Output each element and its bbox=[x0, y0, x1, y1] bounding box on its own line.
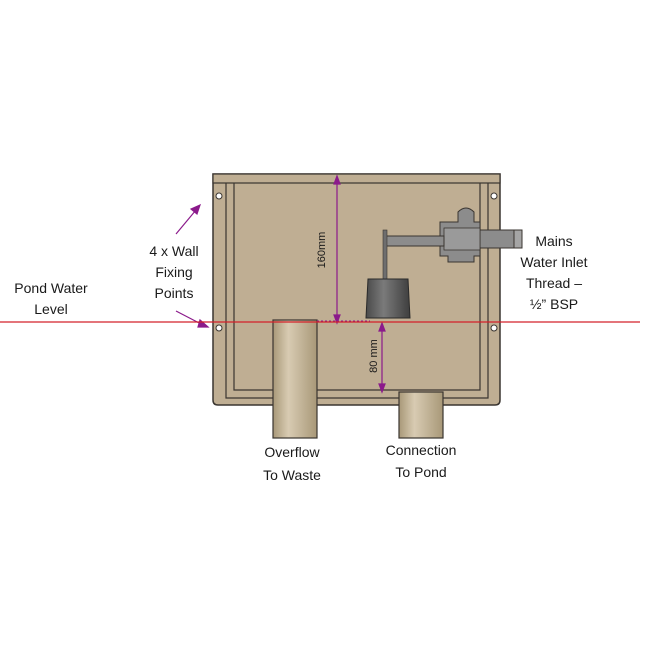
connection-pipe bbox=[398, 391, 444, 439]
fixing-point-icon bbox=[490, 324, 498, 332]
fixing-point-icon bbox=[215, 192, 223, 200]
dimension-upper bbox=[333, 174, 341, 325]
fixing-point-icon bbox=[490, 192, 498, 200]
mains-inlet-label: Mains Water Inlet Thread – ½” BSP bbox=[510, 231, 598, 315]
wall-fixing-line1: 4 x Wall bbox=[149, 243, 199, 259]
dim-lower-label: 80 mm bbox=[368, 339, 380, 373]
tank-inner-wall-2 bbox=[233, 183, 481, 391]
connection-label: Connection To Pond bbox=[366, 439, 476, 483]
pond-level-line2: Level bbox=[34, 301, 68, 317]
connection-line1: Connection bbox=[385, 442, 457, 458]
tank-outer bbox=[212, 173, 501, 406]
wall-fixing-line3: Points bbox=[154, 285, 194, 301]
fixing-point-icon bbox=[215, 324, 223, 332]
wall-fixing-label: 4 x Wall Fixing Points bbox=[134, 241, 214, 304]
wall-fixing-line2: Fixing bbox=[155, 264, 193, 280]
tank-rim bbox=[212, 173, 501, 184]
tank-inner-wall bbox=[225, 183, 489, 399]
mains-line2: Water Inlet bbox=[520, 254, 588, 270]
overflow-label: Overflow To Waste bbox=[246, 441, 338, 487]
overflow-line1: Overflow bbox=[264, 444, 320, 460]
mains-line3: Thread – bbox=[525, 275, 583, 291]
float-valve bbox=[365, 207, 523, 319]
mains-line1: Mains bbox=[535, 233, 573, 249]
connection-line2: To Pond bbox=[395, 464, 447, 480]
overflow-pipe bbox=[272, 319, 318, 439]
pond-water-level-label: Pond Water Level bbox=[2, 278, 100, 320]
overflow-line2: To Waste bbox=[263, 467, 321, 483]
mains-line4: ½” BSP bbox=[529, 296, 579, 312]
pond-level-line1: Pond Water bbox=[14, 280, 88, 296]
dimension-lower bbox=[378, 321, 386, 394]
dim-upper-label: 160mm bbox=[316, 232, 328, 269]
